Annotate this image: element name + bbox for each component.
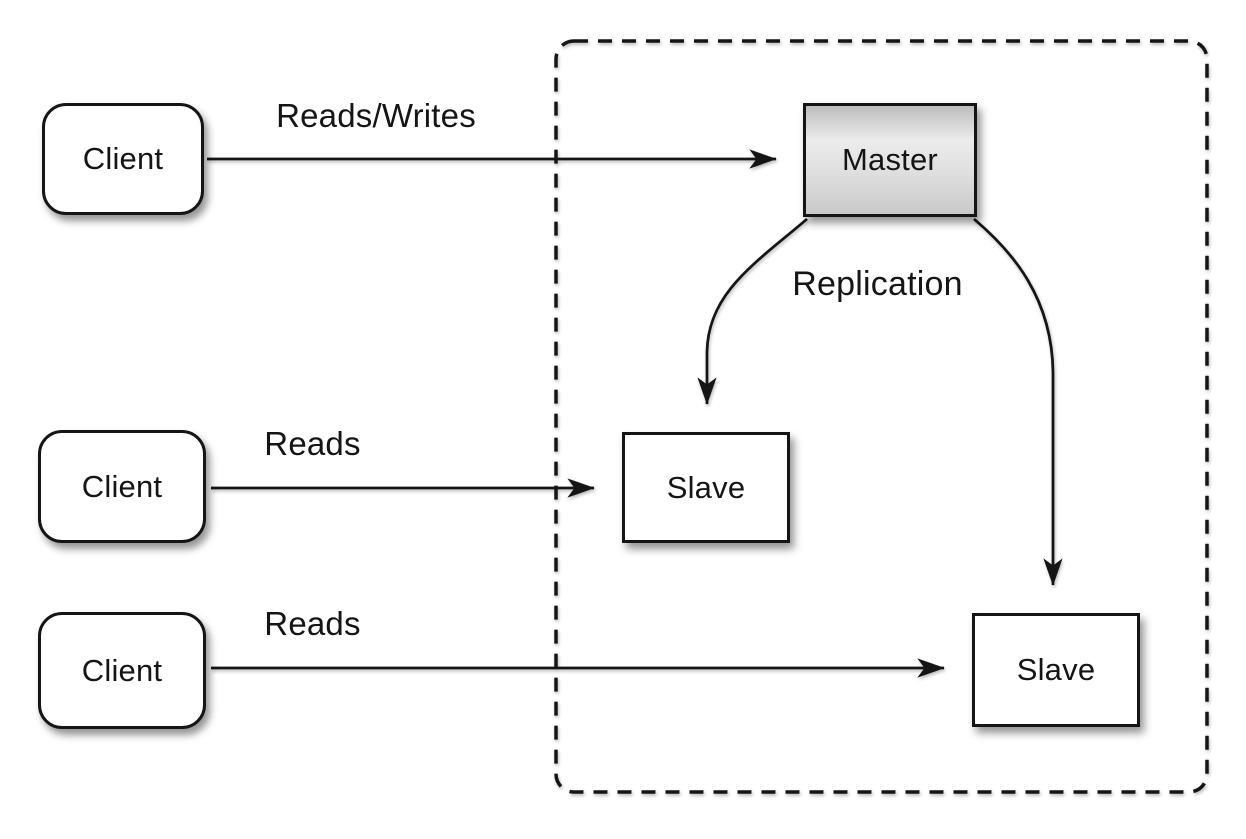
node-slave-1: Slave: [622, 432, 790, 543]
node-master: Master: [803, 103, 977, 217]
node-slave-1-label: Slave: [666, 469, 746, 505]
node-client-2-label: Client: [81, 468, 163, 504]
edge-label-replication: Replication: [792, 265, 963, 303]
node-client-1: Client: [42, 103, 204, 215]
node-slave-2-label: Slave: [1016, 652, 1096, 687]
edge-label-reads-bottom: Reads: [264, 605, 361, 642]
edge-replication-left-arrow: [697, 217, 808, 405]
node-client-3: Client: [38, 612, 206, 729]
node-client-1-label: Client: [82, 141, 164, 176]
edge-label-reads-writes: Reads/Writes: [276, 97, 476, 134]
edge-label-reads-top: Reads: [264, 425, 361, 462]
node-client-3-label: Client: [81, 652, 163, 688]
replication-group-outline: [554, 39, 1209, 794]
edge-replication-right-arrow: [973, 217, 1063, 586]
node-client-2: Client: [38, 430, 206, 543]
node-slave-2: Slave: [972, 613, 1140, 727]
node-master-label: Master: [842, 142, 938, 177]
